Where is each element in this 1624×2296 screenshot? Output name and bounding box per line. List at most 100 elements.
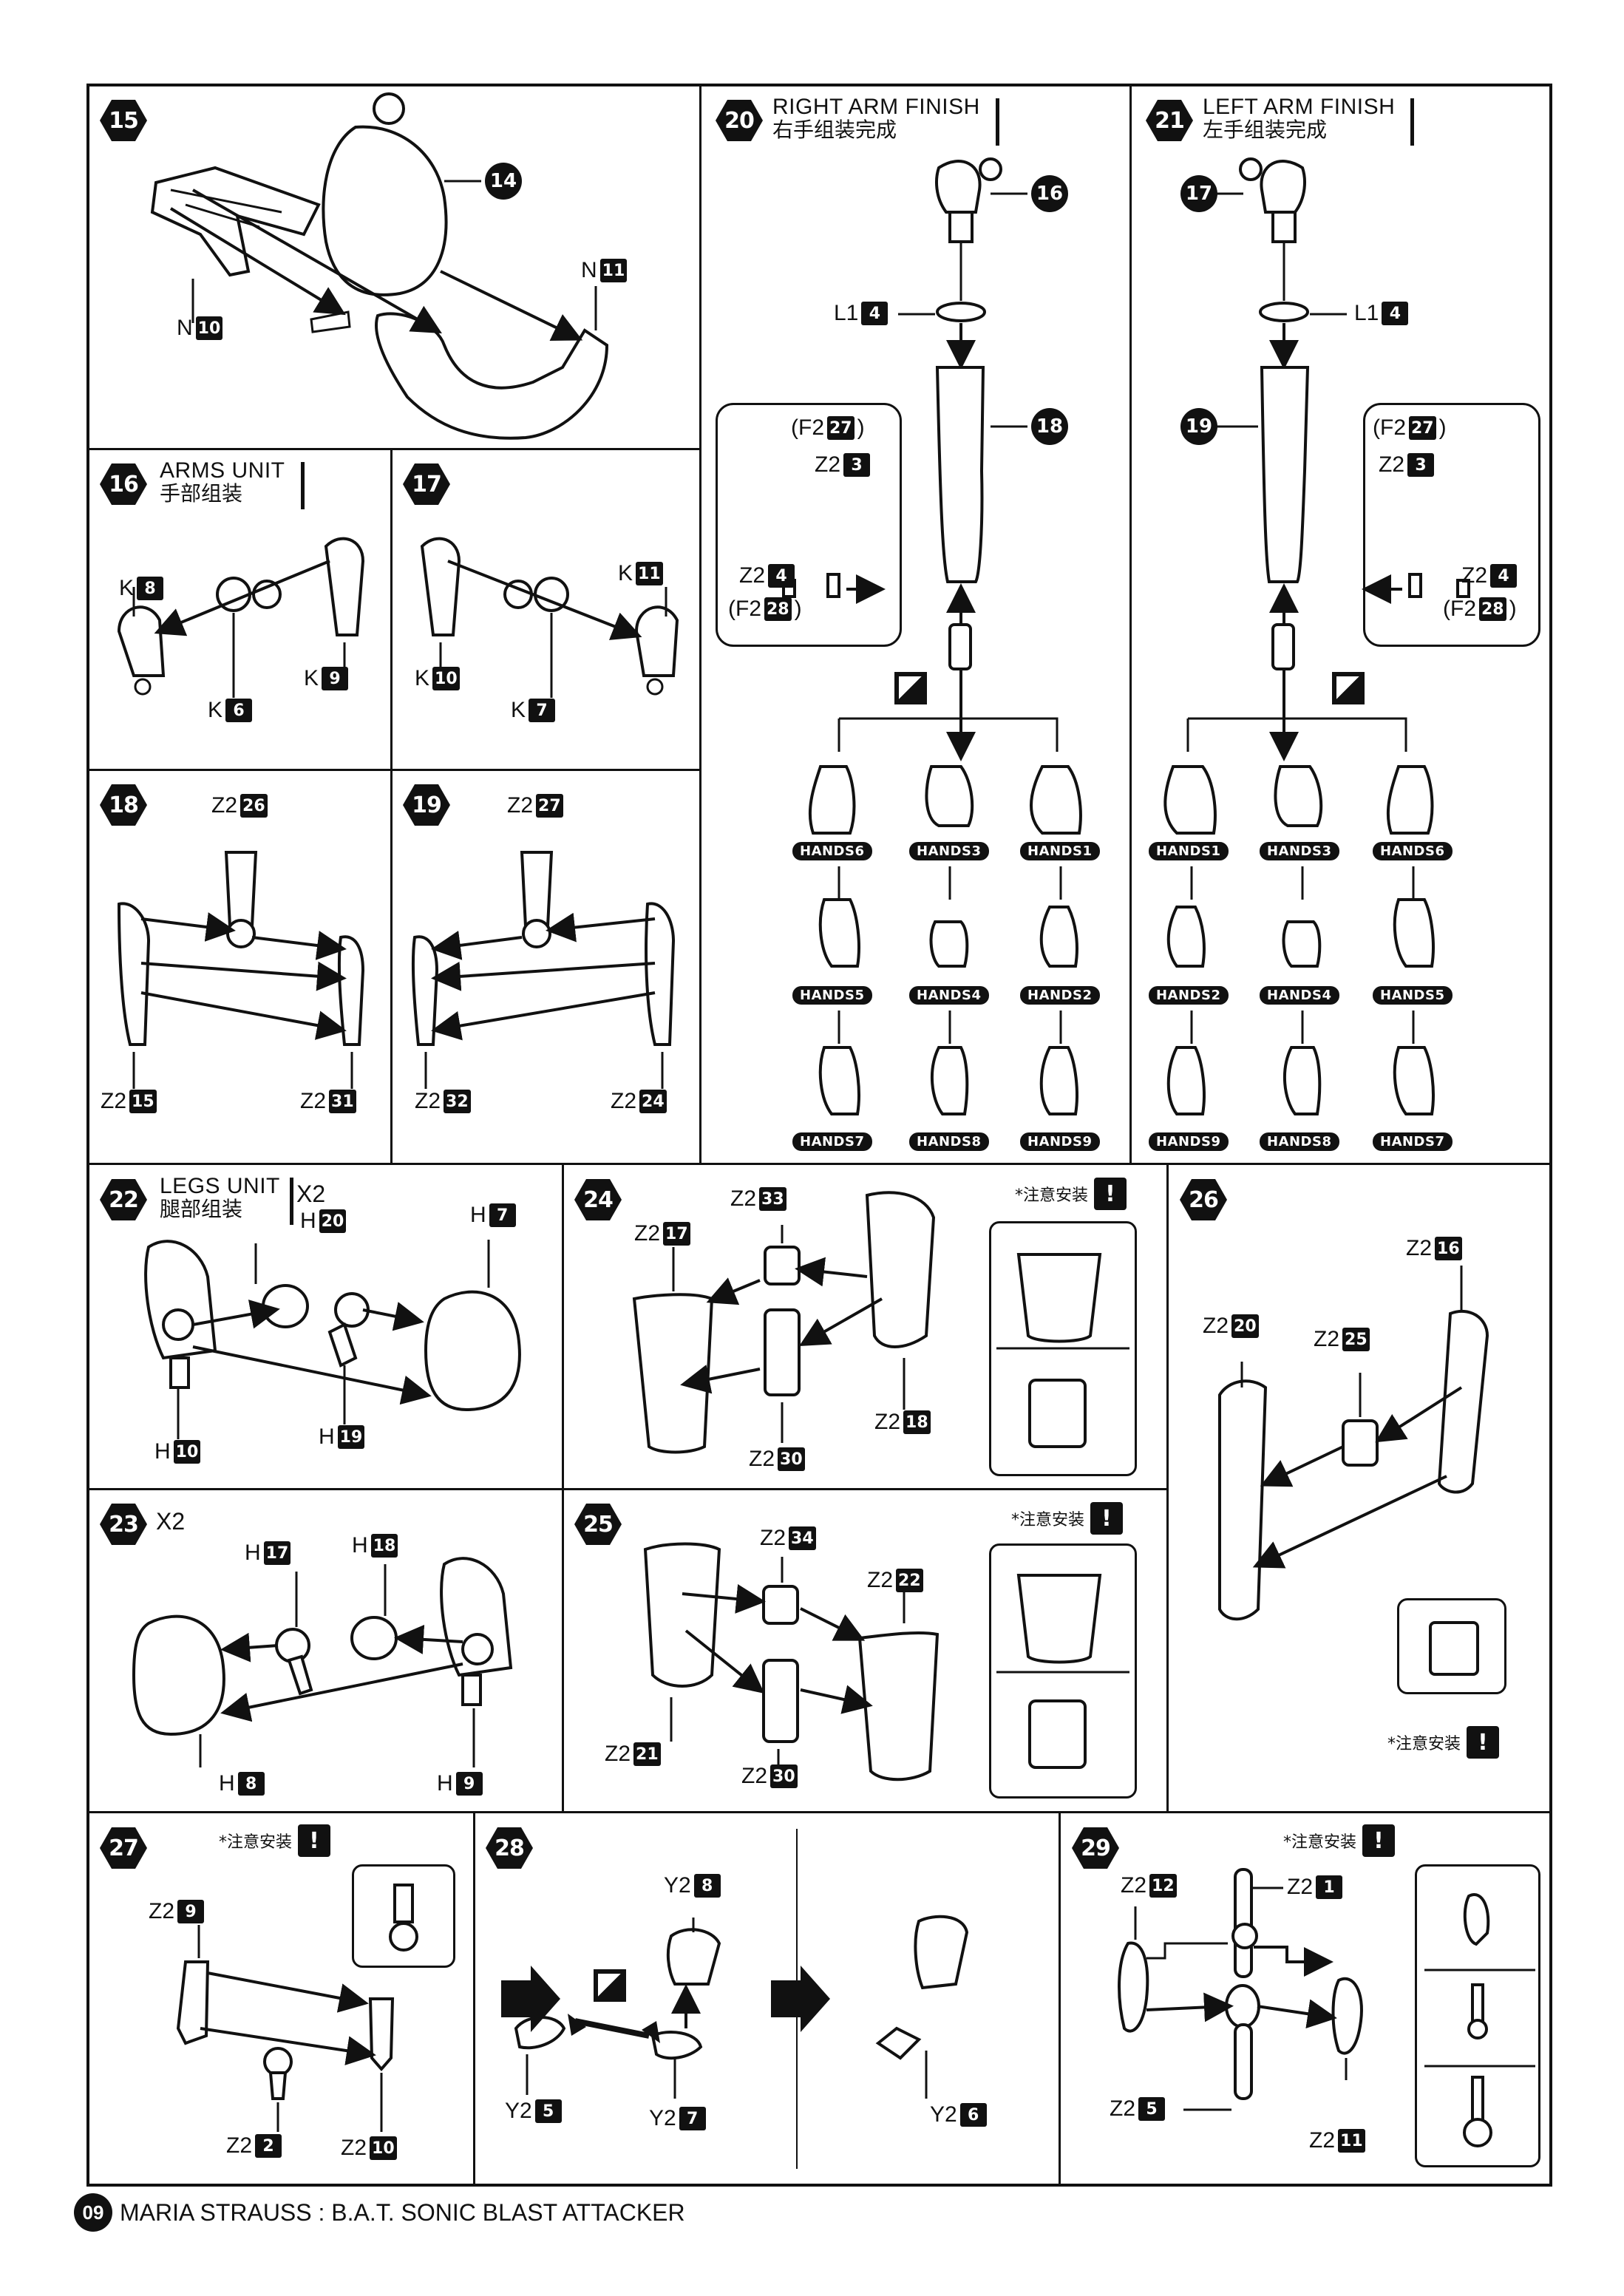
divider xyxy=(86,1811,1552,1813)
warning-icon: ! xyxy=(1090,1502,1124,1535)
step-number-badge: 19 xyxy=(403,784,450,826)
hands-label: HANDS9 xyxy=(1149,1132,1229,1151)
hands-label: HANDS8 xyxy=(909,1132,989,1151)
instruction-sheet-frame xyxy=(86,84,1552,2187)
install-caution-note: *注意安装! xyxy=(1387,1726,1500,1759)
step-title: LEFT ARM FINISH 左手组装完成 xyxy=(1203,95,1415,146)
hands-label: HANDS3 xyxy=(1260,842,1339,860)
swap-parts-callout xyxy=(1363,403,1540,647)
page-number: 09 xyxy=(74,2193,112,2232)
swap-parts-callout xyxy=(716,403,902,647)
part-callout-17: 17 xyxy=(1180,175,1217,212)
hands-label: HANDS5 xyxy=(1373,986,1453,1005)
part-callout-19: 19 xyxy=(1180,408,1217,445)
hands-label: HANDS5 xyxy=(792,986,872,1005)
hands-label: HANDS1 xyxy=(1149,842,1229,860)
part-callout-14: 14 xyxy=(485,163,522,200)
divider xyxy=(562,1163,564,1812)
divider xyxy=(1166,1163,1169,1812)
hands-label: HANDS8 xyxy=(1260,1132,1339,1151)
hands-label: HANDS1 xyxy=(1020,842,1100,860)
caution-inset xyxy=(1397,1598,1506,1694)
divider xyxy=(473,1811,475,2187)
step-number-badge: 25 xyxy=(574,1504,622,1545)
hands-label: HANDS9 xyxy=(1020,1132,1100,1151)
step-number-badge: 22 xyxy=(100,1179,147,1220)
warning-icon: ! xyxy=(298,1824,331,1857)
install-caution-note: *注意安装! xyxy=(1011,1502,1124,1535)
quantity-multiplier: X2 xyxy=(296,1181,326,1207)
hands-label: HANDS2 xyxy=(1149,986,1229,1005)
divider xyxy=(86,448,701,450)
swap-parts-icon xyxy=(894,672,927,704)
hands-label: HANDS4 xyxy=(1260,986,1339,1005)
caution-inset xyxy=(1415,1864,1540,2167)
divider xyxy=(1059,1811,1061,2187)
divider xyxy=(699,84,701,1164)
hands-label: HANDS6 xyxy=(792,842,872,860)
page-footer: 09 MARIA STRAUSS : B.A.T. SONIC BLAST AT… xyxy=(74,2193,685,2232)
divider xyxy=(86,1488,1168,1490)
warning-icon: ! xyxy=(1362,1824,1396,1857)
step-number-badge: 15 xyxy=(100,100,147,141)
product-title: MARIA STRAUSS : B.A.T. SONIC BLAST ATTAC… xyxy=(120,2198,685,2226)
hands-label: HANDS7 xyxy=(1373,1132,1453,1151)
hands-label: HANDS4 xyxy=(909,986,989,1005)
hands-label: HANDS3 xyxy=(909,842,989,860)
step-number-badge: 18 xyxy=(100,784,147,826)
swap-parts-icon xyxy=(1332,672,1365,704)
install-caution-note: *注意安装! xyxy=(1283,1824,1396,1857)
